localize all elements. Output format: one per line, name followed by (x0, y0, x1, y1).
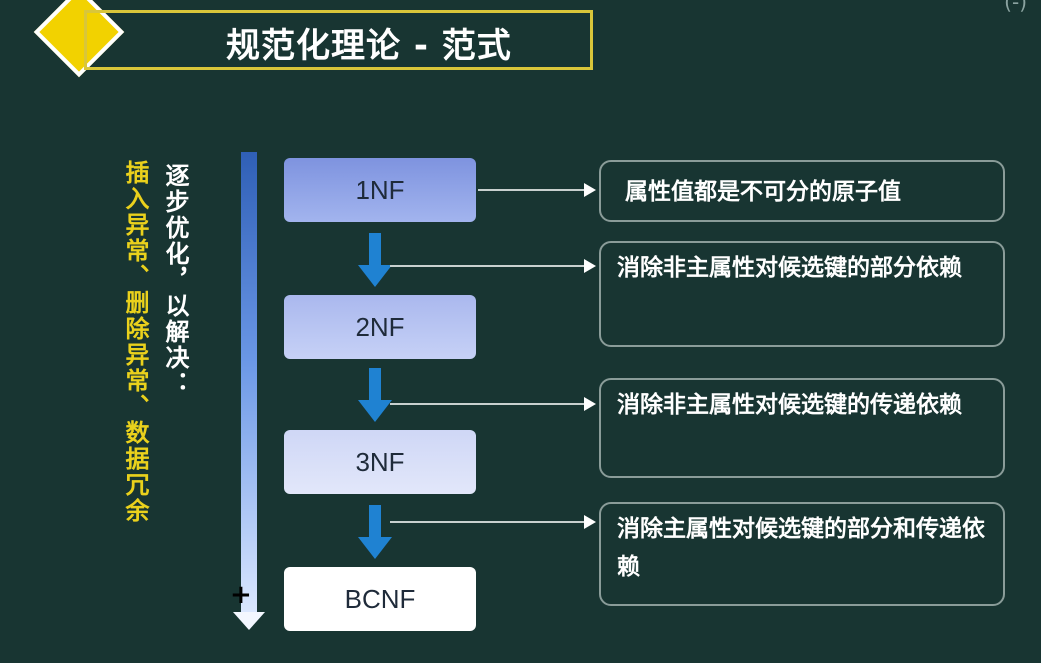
connector-arrow-bcnf (390, 515, 596, 529)
problems-label: 插入异常、删除异常、数据冗余 (121, 160, 149, 524)
goal-label: 逐步优化，以解决： (161, 163, 189, 397)
progress-arrow-shaft (241, 152, 257, 614)
connector-arrow-1nf (478, 183, 596, 197)
progress-arrow-head-icon (233, 612, 265, 630)
description-bcnf: 消除主属性对候选键的部分和传递依赖 (599, 502, 1005, 606)
nf-box-1nf: 1NF (284, 158, 476, 222)
crosshair-cursor-icon: + (230, 580, 252, 610)
connector-arrow-2nf (390, 259, 596, 273)
description-3nf: 消除非主属性对候选键的传递依赖 (599, 378, 1005, 478)
description-1nf: 属性值都是不可分的原子值 (599, 160, 1005, 222)
nf-box-3nf: 3NF (284, 430, 476, 494)
slide-title: 规范化理论 - 范式 (226, 26, 512, 66)
down-arrow-icon (358, 233, 392, 287)
down-arrow-icon (358, 505, 392, 559)
connector-arrow-3nf (390, 397, 596, 411)
description-2nf: 消除非主属性对候选键的部分依赖 (599, 241, 1005, 347)
corner-mark: (-) (1004, 0, 1027, 14)
title-banner (84, 10, 593, 70)
nf-box-bcnf: BCNF (284, 567, 476, 631)
nf-box-2nf: 2NF (284, 295, 476, 359)
down-arrow-icon (358, 368, 392, 422)
